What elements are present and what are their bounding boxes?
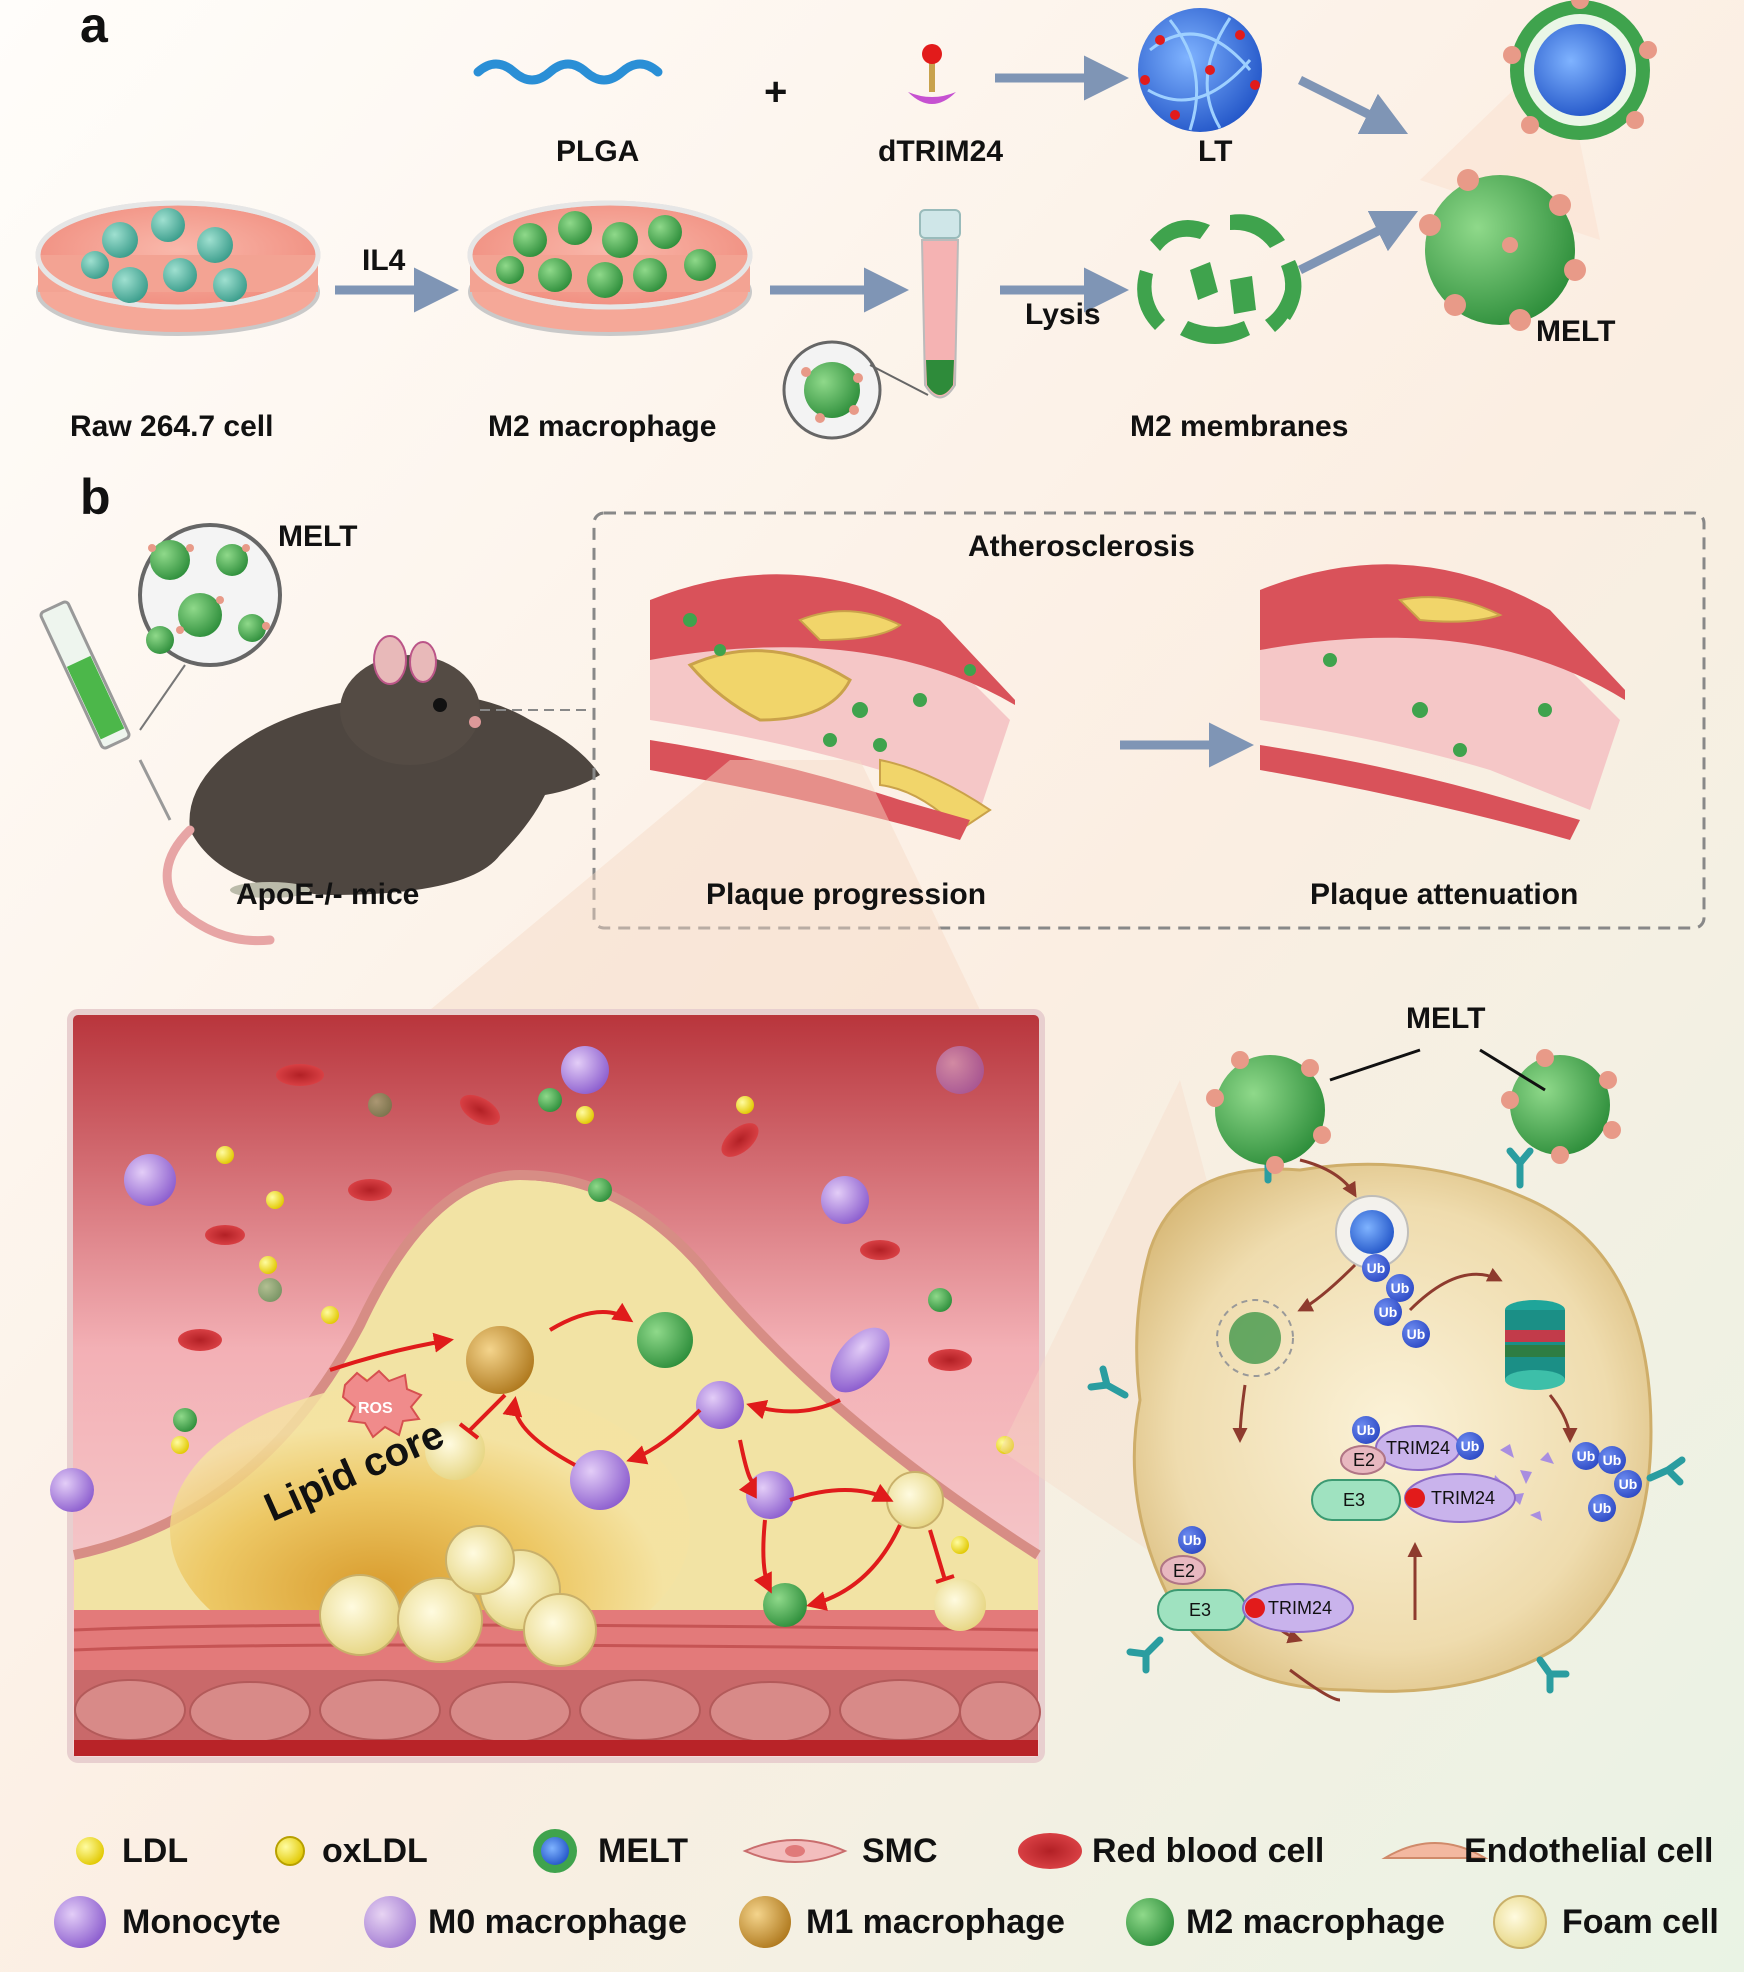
legend-monocyte: Monocyte: [122, 1903, 281, 1941]
melt-particle-right: [1510, 1055, 1610, 1155]
ub-badge: Ub: [1572, 1442, 1600, 1470]
apoe-mouse-illustration: [162, 635, 600, 946]
vessel-plaque-progression: [650, 574, 1015, 840]
plus-sign: +: [764, 70, 788, 114]
raw-cell-label: Raw 264.7 cell: [70, 410, 274, 443]
arrow-lt-to-melt: [1297, 75, 1409, 135]
atherosclerosis-box: [592, 511, 1706, 930]
lysis-label: Lysis: [1025, 298, 1101, 331]
ub-badge: Ub: [1614, 1470, 1642, 1498]
plaque-attenuation-label: Plaque attenuation: [1310, 878, 1579, 911]
ub-badge: Ub: [1456, 1432, 1484, 1460]
plaque-progression-label: Plaque progression: [706, 878, 987, 911]
trim24-label: TRIM24: [1267, 1598, 1332, 1618]
monocyte-legend-icon: [54, 1896, 106, 1948]
arrow-to-melt: [1297, 210, 1419, 275]
m2-macrophage-label: M2 macrophage: [488, 410, 717, 443]
centrifuge-tube-icon: [919, 209, 961, 399]
ros-burst: [341, 1369, 423, 1439]
legend-smc: SMC: [862, 1832, 938, 1870]
macrophage-cell-mechanism: [1087, 1048, 1686, 1702]
il4-label: IL4: [362, 244, 406, 277]
ub-badge: Ub: [1588, 1494, 1616, 1522]
legend-m1-macrophage: M1 macrophage: [806, 1903, 1065, 1941]
legend-m2-macrophage: M2 macrophage: [1186, 1903, 1445, 1941]
degradation-complex-shapes: [1157, 1425, 1516, 1633]
ub-badge: Ub: [1374, 1298, 1402, 1326]
m0-macrophage: [570, 1450, 630, 1510]
melt-nanoparticle-icon: [1419, 169, 1586, 331]
e2-label: E2: [1172, 1561, 1196, 1581]
vessel-plaque-attenuation: [1260, 564, 1625, 840]
m2-legend-icon: [1126, 1898, 1174, 1946]
plaque-detail-panel: [50, 1009, 1045, 1763]
plga-label: PLGA: [556, 135, 640, 168]
zoom-cone: [430, 760, 980, 1010]
m2-membranes-label: M2 membranes: [1130, 410, 1349, 443]
melt-label-cell: MELT: [1406, 1002, 1486, 1035]
trim24-label: TRIM24: [1385, 1438, 1450, 1458]
ub-badge: Ub: [1352, 1416, 1380, 1444]
legend-oxldl: oxLDL: [322, 1832, 428, 1870]
m2-macrophage: [637, 1312, 693, 1368]
melt-particle-left: [1215, 1055, 1325, 1165]
melt-injection-magnifier: [138, 523, 282, 731]
rbc-legend-icon: [1018, 1833, 1082, 1869]
dtrim24-label: dTRIM24: [878, 135, 1004, 168]
legend-ldl: LDL: [122, 1832, 189, 1870]
e3-label: E3: [1188, 1600, 1212, 1620]
lt-nanoparticle-icon: [1138, 8, 1262, 132]
legend-melt: MELT: [598, 1832, 689, 1870]
oxldl-legend-icon: [275, 1836, 305, 1866]
ub-badge: Ub: [1386, 1274, 1414, 1302]
melt-label-b: MELT: [278, 520, 358, 553]
proteasome-icon: [1505, 1300, 1565, 1390]
legend-endothelial-cell: Endothelial cell: [1464, 1832, 1714, 1870]
foam-cell-legend-icon: [1493, 1895, 1547, 1949]
ros-label: ROS: [358, 1400, 393, 1417]
m2-membrane-fragments-icon: [1137, 214, 1302, 344]
ub-badge: Ub: [1598, 1446, 1626, 1474]
ldl-legend-icon: [76, 1837, 104, 1865]
m1-legend-icon: [739, 1896, 791, 1948]
legend-icons: [54, 1829, 1547, 1949]
panel-letter-a: a: [80, 0, 108, 53]
panel-letter-b: b: [80, 469, 111, 525]
ub-badge: Ub: [1362, 1254, 1390, 1282]
atherosclerosis-title: Atherosclerosis: [968, 530, 1195, 563]
melt-cross-section-icon: [1420, 0, 1657, 240]
e2-label: E2: [1352, 1450, 1376, 1470]
petri-dish-m2-macrophage: [467, 200, 753, 336]
trim24-label: TRIM24: [1430, 1488, 1495, 1508]
legend-red-blood-cell: Red blood cell: [1092, 1832, 1325, 1870]
e3-label: E3: [1342, 1490, 1366, 1510]
magnified-m2-cell: [782, 340, 929, 440]
petri-dish-raw-cells: [35, 200, 321, 336]
endothelial-legend-icon: [1381, 1842, 1489, 1859]
syringe-icon: [39, 600, 172, 821]
melt-label-a: MELT: [1536, 315, 1616, 348]
lt-label: LT: [1198, 135, 1233, 168]
m1-macrophage: [466, 1326, 534, 1394]
mice-label: ApoE-/- mice: [236, 878, 420, 911]
m0-legend-icon: [364, 1896, 416, 1948]
ub-badge: Ub: [1402, 1320, 1430, 1348]
ub-badge: Ub: [1178, 1526, 1206, 1554]
legend-m0-macrophage: M0 macrophage: [428, 1903, 687, 1941]
plga-polymer-icon: [473, 59, 663, 85]
legend-foam-cell: Foam cell: [1562, 1903, 1719, 1941]
dtrim24-molecule-icon: [908, 44, 956, 104]
